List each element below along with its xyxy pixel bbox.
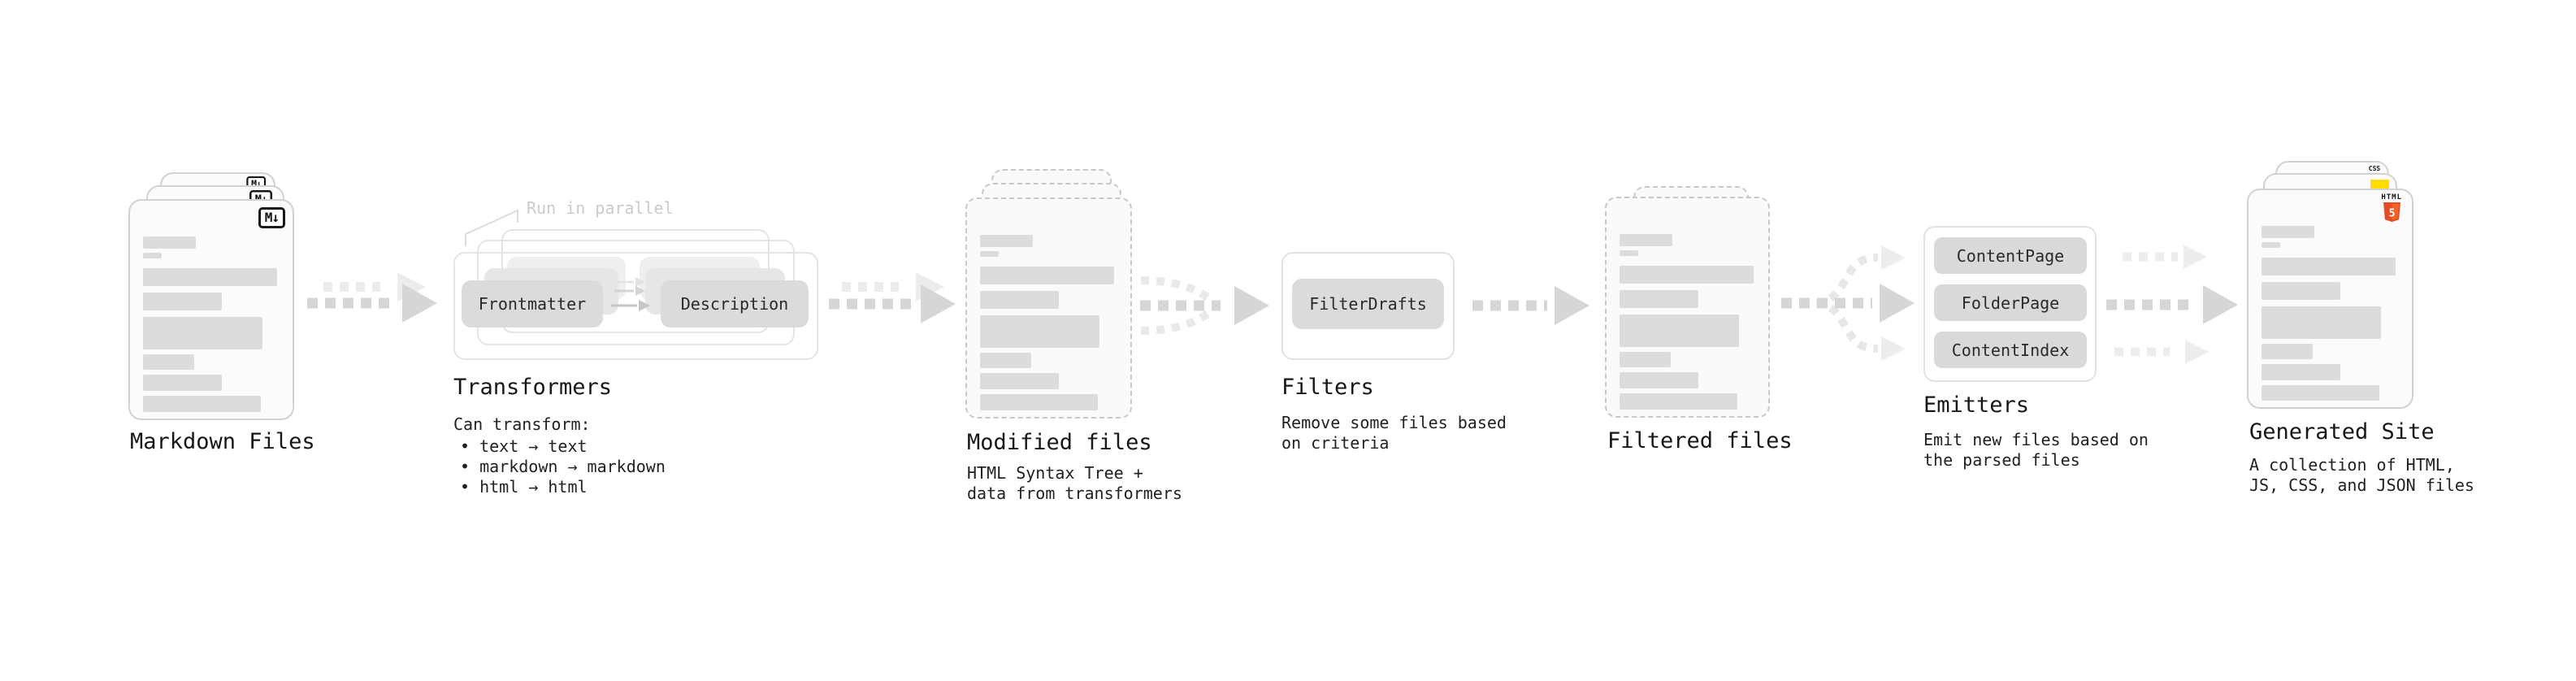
- frontmatter-pill: Frontmatter: [462, 280, 603, 327]
- modified-files-caption: Modified files: [967, 430, 1152, 455]
- run-in-parallel-label: Run in parallel: [527, 198, 674, 218]
- description-line: Emit new files based on: [1923, 430, 2149, 449]
- doc-skeleton-bar: [2262, 242, 2280, 248]
- filters-description: Remove some files based on criteria: [1281, 413, 1507, 453]
- filterdrafts-pill: FilterDrafts: [1292, 279, 1444, 329]
- html5-icon-label: HTML: [2381, 193, 2402, 202]
- doc-skeleton-bar: [980, 291, 1059, 309]
- doc-skeleton-bar: [143, 253, 162, 258]
- folderpage-pill: FolderPage: [1934, 284, 2087, 321]
- contentindex-pill: ContentIndex: [1934, 332, 2087, 368]
- doc-skeleton-bar: [1620, 372, 1698, 388]
- doc-skeleton-bar: [1620, 393, 1737, 410]
- filters-title: Filters: [1281, 375, 1374, 400]
- arrows-emitters-to-generated: [2106, 245, 2238, 364]
- doc-skeleton-bar: [143, 396, 261, 412]
- emitters-description: Emit new files based on the parsed files: [1923, 430, 2149, 471]
- arrow-filtered-to-emitters: [1781, 245, 1915, 361]
- doc-skeleton-bar: [980, 315, 1099, 348]
- doc-skeleton-bar: [1620, 266, 1754, 284]
- transformers-bullet: • text → text: [460, 436, 588, 456]
- transformers-title: Transformers: [453, 375, 613, 400]
- arrow-filters-to-filtered: [1472, 286, 1589, 325]
- transformer-lane-arrows: [611, 277, 650, 311]
- generated-site-description: A collection of HTML, JS, CSS, and JSON …: [2249, 455, 2474, 496]
- doc-skeleton-bar: [2262, 282, 2340, 300]
- filtered-files-caption: Filtered files: [1607, 428, 1793, 453]
- generated-site-stack: CSS HTML 5: [2247, 161, 2414, 411]
- contentpage-pill: ContentPage: [1934, 237, 2087, 274]
- doc-skeleton-bar: [980, 235, 1033, 247]
- filtered-files-stack: [1605, 186, 1772, 422]
- doc-skeleton-bar: [2262, 385, 2379, 401]
- doc-skeleton-bar: [143, 317, 262, 349]
- description-line: data from transformers: [967, 484, 1182, 503]
- arrow-transformers-to-modified: [829, 272, 956, 323]
- doc-skeleton-bar: [980, 251, 999, 257]
- run-in-parallel-leader-line: [465, 209, 518, 246]
- arrow-markdown-to-transformers: [307, 272, 437, 323]
- doc-skeleton-bar: [143, 375, 222, 391]
- doc-skeleton-bar: [980, 373, 1059, 389]
- filtered-file-card-front: [1605, 197, 1770, 418]
- description-line: A collection of HTML,: [2249, 455, 2455, 475]
- html5-icon: HTML 5: [2381, 194, 2402, 222]
- doc-skeleton-bar: [2262, 344, 2313, 359]
- transformers-bullet: • html → html: [460, 477, 588, 497]
- html-file-card: HTML 5: [2247, 189, 2413, 409]
- description-pill: Description: [661, 280, 809, 327]
- doc-skeleton-bar: [143, 354, 194, 370]
- markdown-icon: M↓: [258, 207, 285, 228]
- doc-skeleton-bar: [980, 394, 1098, 410]
- transformers-note-heading: Can transform:: [453, 414, 591, 434]
- css-icon-label: CSS: [2368, 165, 2381, 172]
- description-line: JS, CSS, and JSON files: [2249, 475, 2474, 495]
- doc-skeleton-bar: [2262, 226, 2314, 238]
- doc-skeleton-bar: [143, 293, 222, 310]
- doc-skeleton-bar: [1620, 250, 1638, 256]
- html5-shield: 5: [2383, 202, 2400, 222]
- document-skeleton: [2262, 190, 2399, 401]
- generated-site-caption: Generated Site: [2249, 419, 2435, 445]
- doc-skeleton-bar: [1620, 314, 1739, 347]
- markdown-file-card-front: M↓: [128, 199, 294, 420]
- doc-skeleton-bar: [2262, 258, 2396, 275]
- javascript-icon: [2370, 180, 2389, 190]
- description-line: Remove some files based: [1281, 413, 1507, 432]
- transformers-bullet: • markdown → markdown: [460, 457, 666, 476]
- doc-skeleton-bar: [1620, 352, 1671, 367]
- modified-files-stack: [965, 169, 1133, 421]
- doc-skeleton-bar: [2262, 364, 2340, 380]
- document-skeleton: [143, 201, 280, 412]
- arrow-modified-to-filters: [1140, 276, 1269, 335]
- html5-number: 5: [2388, 208, 2395, 220]
- document-skeleton: [980, 199, 1117, 410]
- transformer-lane-box-front: [453, 252, 818, 360]
- emitters-title: Emitters: [1923, 393, 2030, 418]
- description-line: HTML Syntax Tree +: [967, 463, 1143, 483]
- markdown-files-caption: Markdown Files: [130, 429, 315, 454]
- document-skeleton: [1620, 198, 1755, 410]
- doc-skeleton-bar: [1620, 234, 1672, 246]
- description-line: on criteria: [1281, 433, 1390, 453]
- doc-skeleton-bar: [1620, 290, 1698, 308]
- doc-skeleton-bar: [980, 267, 1114, 284]
- doc-skeleton-bar: [143, 268, 277, 286]
- transformers-bullet-list: • text → text • markdown → markdown • ht…: [460, 436, 666, 497]
- doc-skeleton-bar: [980, 353, 1031, 368]
- modified-files-description: HTML Syntax Tree + data from transformer…: [967, 463, 1182, 504]
- description-line: the parsed files: [1923, 450, 2080, 470]
- markdown-files-stack: M↓ M↓ M↓: [128, 172, 294, 421]
- modified-file-card-front: [965, 197, 1132, 419]
- doc-skeleton-bar: [143, 236, 196, 249]
- doc-skeleton-bar: [2262, 306, 2381, 339]
